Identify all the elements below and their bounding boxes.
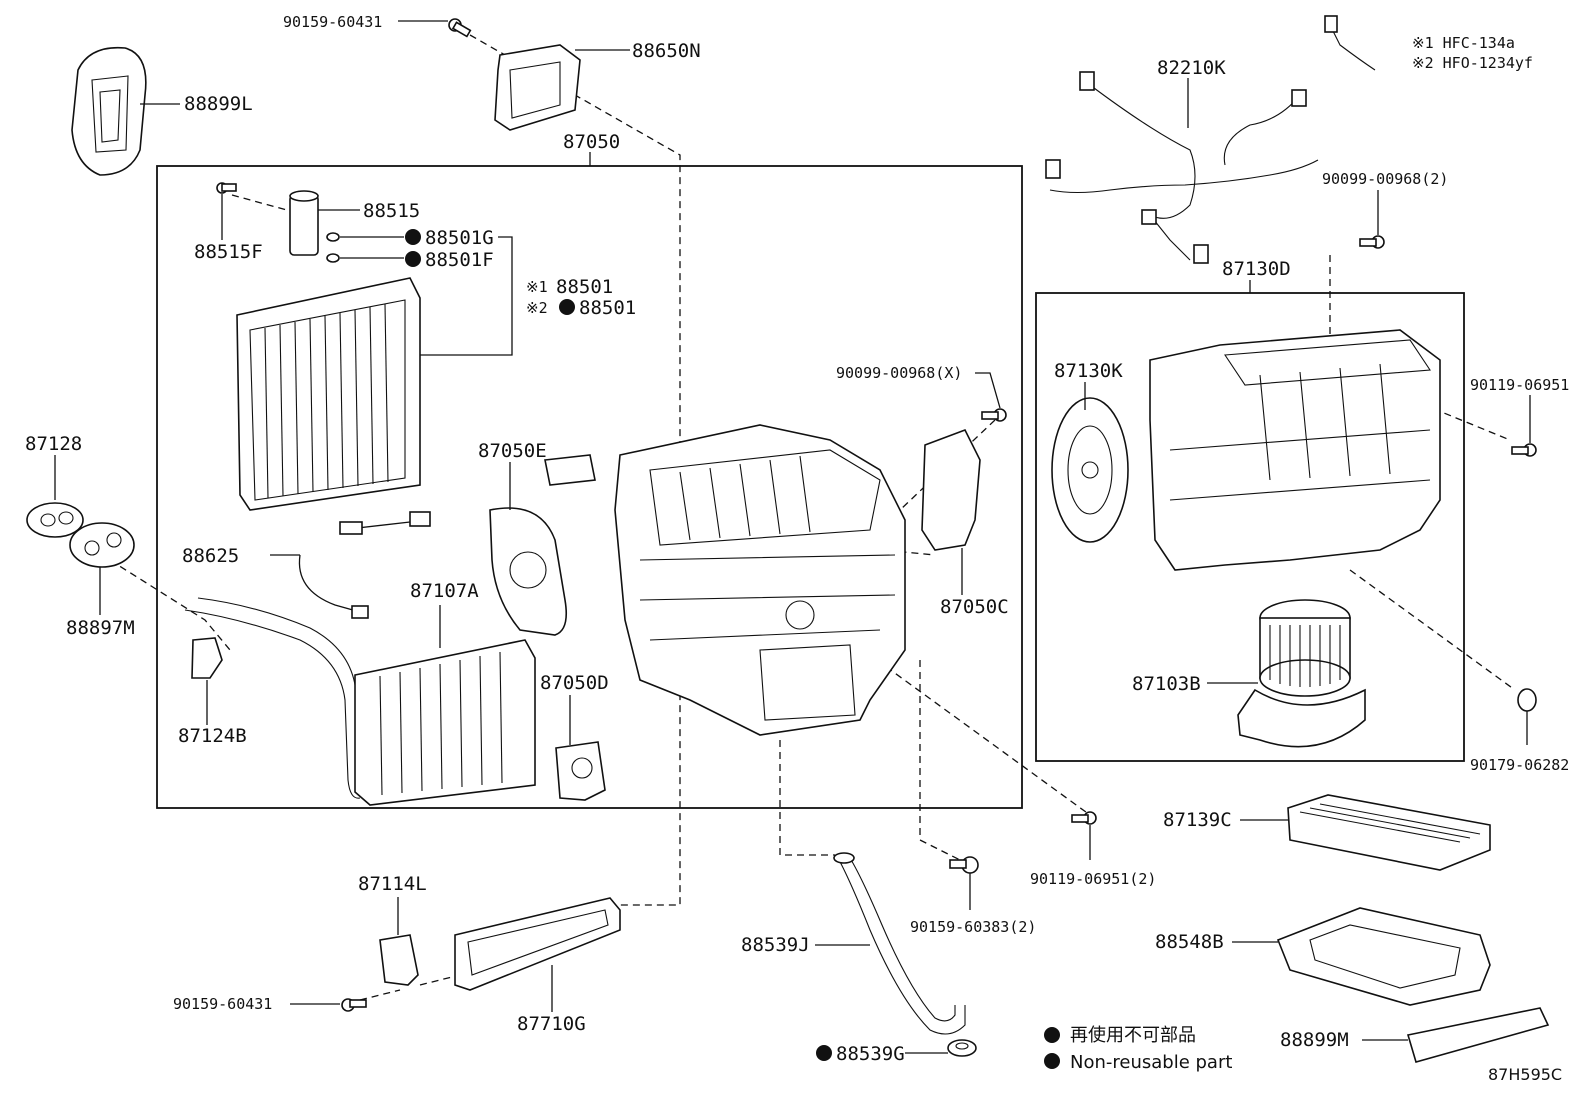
label-88548B: 88548B [1155,931,1224,953]
label-90099-00968-2: 90099-00968(2) [1322,170,1448,188]
servo-motor-87050C[interactable] [921,428,981,551]
label-87124B: 87124B [178,725,247,747]
legend-dot-jp [1044,1027,1060,1043]
evaporator-88501[interactable] [236,277,421,511]
label-90159-60431-bottom: 90159-60431 [173,995,272,1013]
legend-text-jp: 再使用不可部品 [1070,1025,1196,1046]
label-88515: 88515 [363,200,420,222]
o-ring-88501G[interactable] [326,232,340,242]
legend-text-en: Non-reusable part [1070,1052,1232,1073]
label-90159-60431-top: 90159-60431 [283,13,382,31]
heater-core-87107A[interactable] [184,597,536,806]
legend-dot-en [1044,1053,1060,1069]
label-87050: 87050 [563,131,620,153]
label-88501-hfo: 88501 [579,297,636,319]
non-reusable-dot-88501 [559,299,575,315]
label-88897M: 88897M [66,617,135,639]
bolt-90099-00968X[interactable] [981,408,1007,422]
label-87114L: 87114L [358,873,427,895]
servo-motor-87050D[interactable] [555,741,606,801]
label-87130K: 87130K [1054,360,1123,382]
cover-88899M[interactable] [1406,1007,1550,1063]
diagram-code: 87H595C [1488,1065,1562,1084]
label-90179-06282: 90179-06282 [1470,756,1569,774]
blower-motor-87103B[interactable] [1237,599,1366,748]
blower-case-87130D[interactable] [1149,329,1441,571]
bolt-90159-60431-top[interactable] [448,18,472,38]
label-90159-60383-2: 90159-60383(2) [910,918,1036,936]
label-87103B: 87103B [1132,673,1201,695]
label-88501G: 88501G [425,227,494,249]
bolt-90119-06951-2[interactable] [1071,811,1097,825]
non-reusable-dot-88501G [405,229,421,245]
servo-motor-87050E[interactable] [489,507,568,636]
label-88501-hfc: 88501 [556,276,613,298]
label-87130D: 87130D [1222,258,1291,280]
wire-harness-82210K[interactable] [1045,15,1376,264]
unit-case-87050[interactable] [544,424,906,736]
expansion-valve-88515[interactable] [289,190,319,256]
bolt-90159-60431-bottom[interactable] [341,998,367,1012]
label-90099-00968X: 90099-00968(X) [836,364,962,382]
non-reusable-dot-88539G [816,1045,832,1061]
clamp-87124B[interactable] [191,637,223,679]
label-87139C: 87139C [1163,809,1232,831]
clip-87114L[interactable] [379,934,419,986]
grommet-87128[interactable] [26,502,84,538]
label-87107A: 87107A [410,580,479,602]
filter-87139C[interactable] [1287,794,1491,871]
refrigerant-note-1: ※1 HFC-134a [1412,34,1515,52]
part-labels: 90159-60431 88650N 88899L 87050 88515 88… [25,13,1569,1065]
label-87050D: 87050D [540,672,609,694]
refrigerant-mark-2: ※2 [526,299,548,317]
bolt-90159-60383-2[interactable] [949,856,979,874]
nut-90179-06282[interactable] [1517,688,1537,712]
o-ring-88501F[interactable] [326,253,340,263]
refrigerant-mark-1: ※1 [526,278,548,296]
label-82210K: 82210K [1157,57,1226,79]
label-90119-06951-2: 90119-06951(2) [1030,870,1156,888]
plate-88897M[interactable] [69,522,135,568]
bolt-90119-06951-right[interactable] [1511,443,1537,457]
label-88625: 88625 [182,545,239,567]
label-88899M: 88899M [1280,1029,1349,1051]
label-88539J: 88539J [741,934,810,956]
label-87710G: 87710G [517,1013,586,1035]
drain-grommet-88539G[interactable] [947,1039,977,1057]
thermistor-88625[interactable] [298,511,431,619]
bolt-88515F[interactable] [216,182,237,194]
blower-cover-87130K[interactable] [1051,397,1129,543]
bolt-90099-00968-2[interactable] [1359,235,1385,249]
refrigerant-note-2: ※2 HFO-1234yf [1412,54,1533,72]
label-88539G: 88539G [836,1043,905,1065]
label-88501F: 88501F [425,249,494,271]
non-reusable-dot-88501F [405,251,421,267]
label-87050C: 87050C [940,596,1009,618]
label-87050E: 87050E [478,440,547,462]
label-88899L: 88899L [184,93,253,115]
label-87128: 87128 [25,433,82,455]
label-90119-06951-right: 90119-06951 [1470,376,1569,394]
legend: 再使用不可部品 Non-reusable part [1044,1025,1232,1073]
cover-88899L[interactable] [71,46,147,176]
bracket-88650N[interactable] [494,44,581,131]
drain-hose-88539J[interactable] [833,852,966,1035]
label-88650N: 88650N [632,40,701,62]
filter-case-88548B[interactable] [1276,907,1491,1006]
refrigerant-notes: ※1 HFC-134a ※2 HFO-1234yf [1412,34,1533,72]
duct-87710G[interactable] [454,897,621,991]
label-88515F: 88515F [194,241,263,263]
